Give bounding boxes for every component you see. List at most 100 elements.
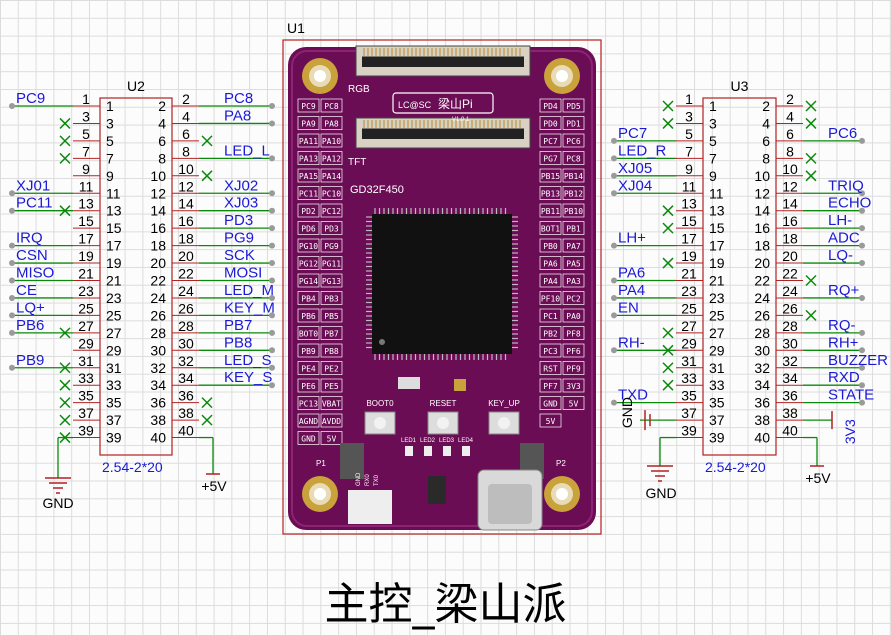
gnd-label: GND [645, 485, 676, 501]
pad-right [562, 396, 585, 410]
net-label: RQ- [828, 317, 856, 334]
net-label: SCK [224, 247, 255, 264]
pin-number: 11 [79, 178, 94, 194]
pad-right-inner-text: PB0 [543, 242, 558, 251]
pin-name: 17 [709, 238, 725, 254]
net-port [9, 260, 15, 267]
led [462, 446, 470, 456]
pad-right-inner [539, 273, 562, 288]
pin-name: 12 [150, 185, 166, 201]
pad-left-inner-text: PE2 [324, 365, 339, 374]
logo-box [392, 92, 494, 114]
pad-left-inner-text: AVDD [322, 417, 341, 426]
pad-left-text: PG14 [299, 277, 318, 286]
pin-name: 28 [754, 325, 770, 341]
connector-ref: U3 [731, 78, 749, 94]
pin-name: 6 [158, 133, 166, 149]
pin-name: 37 [709, 412, 725, 428]
pad-left-inner [320, 221, 343, 235]
pad-left [297, 378, 320, 393]
pad-left-text: PC9 [301, 102, 316, 111]
pin-name: 22 [150, 273, 166, 289]
pin-number: 35 [681, 388, 697, 404]
net-label: PB7 [224, 317, 252, 334]
led-label: LED1 [401, 438, 417, 444]
pad-left [297, 343, 320, 358]
pad-left [297, 256, 320, 270]
pad-right-inner [539, 361, 562, 375]
pad-left-inner [320, 116, 343, 130]
boot-button-label: BOOT0 [366, 399, 394, 408]
pad-right [562, 378, 585, 393]
net-port [859, 329, 865, 336]
pin-number: 25 [78, 300, 94, 316]
pin-number: 19 [78, 248, 94, 264]
net-port [269, 225, 275, 232]
pad-left-inner [320, 308, 343, 323]
pin-name: 25 [709, 307, 725, 323]
net-label: EN [618, 299, 639, 316]
pin-name: 31 [709, 360, 725, 376]
net-port [269, 103, 275, 109]
pad-left-text: PA15 [299, 172, 318, 181]
pin-number: 40 [178, 423, 194, 439]
pad-left-inner [320, 396, 343, 410]
no-connect-mark [662, 257, 674, 269]
pin-number: 37 [78, 405, 94, 421]
rgb-label: RGB [348, 84, 370, 95]
pad-left-inner [320, 343, 343, 358]
pin-name: 36 [754, 395, 770, 411]
net-port [269, 120, 275, 127]
pin-number: 7 [685, 143, 693, 159]
pad-left-inner [320, 361, 343, 375]
pad-left-inner-text: PC8 [324, 102, 339, 111]
gnd-side-label: GND [619, 397, 635, 428]
pad-right-text: PA7 [566, 242, 581, 251]
no-connect-mark [662, 100, 674, 112]
pin-number: 40 [782, 423, 798, 439]
no-connect-mark [662, 222, 674, 234]
p1-label: P1 [316, 459, 326, 468]
pad-right-inner-text: PF7 [543, 382, 558, 391]
pad-right-inner [539, 291, 562, 305]
pin-number: 13 [681, 196, 697, 212]
net-label: PD3 [224, 212, 253, 229]
pad-left-inner [320, 273, 343, 288]
pad-left-inner-text: PD3 [324, 225, 339, 234]
pin-number: 16 [782, 213, 798, 229]
pin-number: 28 [782, 318, 798, 334]
net-port [859, 399, 865, 406]
pin-name: 27 [106, 325, 122, 341]
pad-right [562, 186, 585, 200]
pin-number: 9 [82, 161, 90, 177]
led [424, 446, 432, 456]
net-port [269, 260, 275, 267]
pad-right-text: PF6 [566, 347, 581, 356]
pad-right [562, 326, 585, 340]
pad-left-inner-text: PB5 [324, 312, 339, 321]
led [443, 446, 451, 456]
pin-name: 26 [150, 307, 166, 323]
pin-name: 32 [150, 360, 166, 376]
board-version: V1.0.1 [452, 117, 470, 123]
net-port [269, 155, 275, 162]
reset-button [437, 417, 449, 429]
pin-name: 7 [106, 150, 114, 166]
pin-name: 4 [762, 115, 770, 131]
pin-number: 5 [82, 126, 90, 142]
pin-name: 27 [709, 325, 725, 341]
net-label: PA8 [224, 107, 251, 124]
pin-number: 1 [82, 91, 90, 107]
no-connect-mark [805, 170, 817, 182]
pin-number: 11 [682, 178, 697, 194]
pad-right [562, 291, 585, 305]
pin-name: 26 [754, 307, 770, 323]
pin-number: 21 [681, 266, 697, 282]
pin-number: 33 [681, 370, 697, 386]
pad-left-inner [320, 168, 343, 183]
pin-name: 14 [150, 203, 166, 219]
pad-left-inner [320, 238, 343, 253]
net-port [9, 207, 15, 214]
no-connect-mark [805, 274, 817, 287]
